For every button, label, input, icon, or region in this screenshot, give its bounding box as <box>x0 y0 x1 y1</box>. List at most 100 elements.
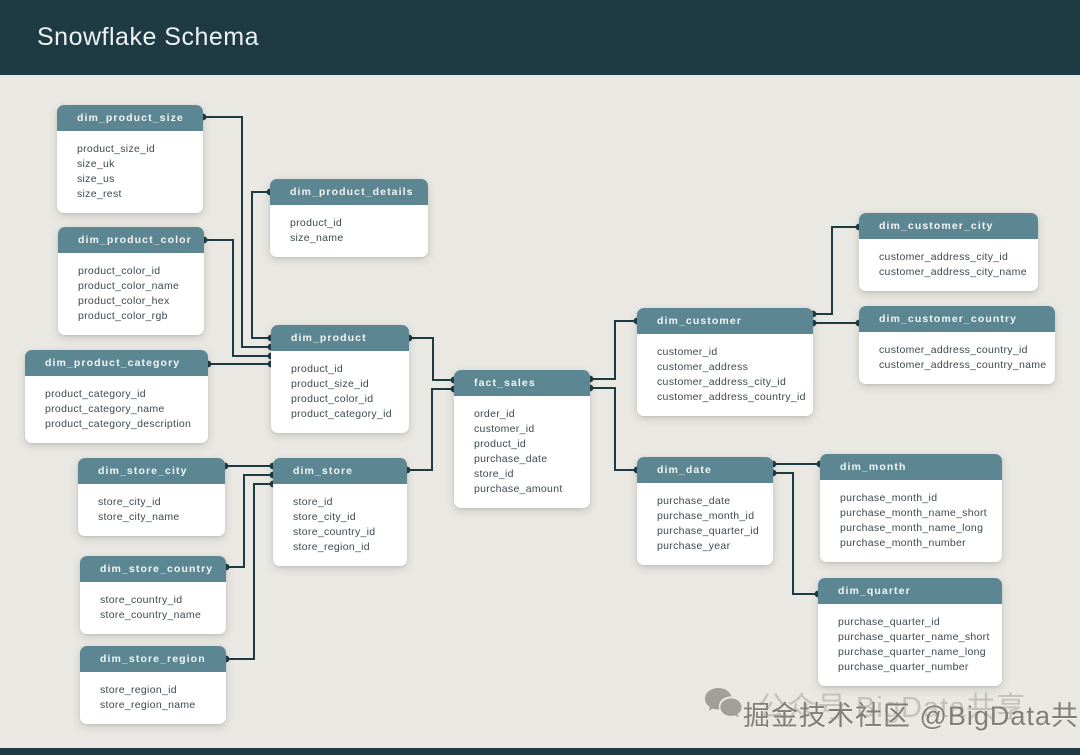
field-row: customer_address_country_name <box>879 359 1047 371</box>
table-fields-dim_date: purchase_date purchase_month_id purchase_q… <box>637 483 773 565</box>
field-row: customer_address_city_id <box>879 251 1009 263</box>
field-row: customer_address <box>657 361 749 373</box>
table-header-fact_sales[interactable]: fact_sales <box>454 370 590 396</box>
field-row: store_id <box>293 496 333 508</box>
field-row: size_rest <box>77 188 122 200</box>
field-row: store_city_id <box>98 496 161 508</box>
field-row: size_uk <box>77 158 115 170</box>
field-row: purchase_month_id <box>840 492 938 504</box>
connector-dim_store_country-to-dim_store <box>226 474 273 568</box>
field-row: purchase_month_name_long <box>840 522 984 534</box>
table-node-dim_store[interactable]: dim_store store_id store_city_id store_coun… <box>273 458 407 566</box>
connector-dim_product_size-to-dim_product <box>203 116 271 348</box>
field-row: purchase_month_id <box>657 510 755 522</box>
connector-dim_product_color-to-dim_product <box>204 239 271 357</box>
table-fields-dim_store_country: store_country_id store_country_name <box>80 582 226 634</box>
field-row: size_name <box>290 232 344 244</box>
field-row: customer_id <box>474 423 535 435</box>
table-header-dim_customer_country[interactable]: dim_customer_country <box>859 306 1055 332</box>
table-fields-dim_customer_country: customer_address_country_id customer_addr… <box>859 332 1055 384</box>
table-header-dim_quarter[interactable]: dim_quarter <box>818 578 1002 604</box>
field-row: product_color_rgb <box>78 310 168 322</box>
field-row: purchase_quarter_id <box>838 616 941 628</box>
field-row: customer_address_city_id <box>657 376 787 388</box>
field-row: store_country_name <box>100 609 202 621</box>
field-row: purchase_date <box>474 453 548 465</box>
field-row: purchase_year <box>657 540 731 552</box>
page-title: Snowflake Schema <box>37 23 260 51</box>
field-row: product_size_id <box>291 378 370 390</box>
field-row: purchase_quarter_id <box>657 525 760 537</box>
field-row: store_region_id <box>293 541 370 553</box>
field-row: purchase_amount <box>474 483 563 495</box>
table-fields-dim_quarter: purchase_quarter_id purchase_quarter_name… <box>818 604 1002 686</box>
table-header-dim_product_color[interactable]: dim_product_color <box>58 227 204 253</box>
table-header-dim_store_country[interactable]: dim_store_country <box>80 556 226 582</box>
table-node-dim_store_city[interactable]: dim_store_city store_city_id store_city_na… <box>78 458 225 536</box>
field-row: size_us <box>77 173 115 185</box>
connector-dim_store_region-to-dim_store <box>226 483 273 660</box>
field-row: product_category_description <box>45 418 192 430</box>
table-fields-dim_product: product_id product_size_id product_color_i… <box>271 351 409 433</box>
field-row: product_category_id <box>45 388 146 400</box>
table-header-dim_product_details[interactable]: dim_product_details <box>270 179 428 205</box>
field-row: store_region_id <box>100 684 177 696</box>
table-fields-fact_sales: order_id customer_id product_id purchase_da… <box>454 396 590 508</box>
table-header-dim_product[interactable]: dim_product <box>271 325 409 351</box>
field-row: product_color_hex <box>78 295 170 307</box>
field-row: customer_address_city_name <box>879 266 1027 278</box>
table-header-dim_customer[interactable]: dim_customer <box>637 308 813 334</box>
connector-dim_customer-to-dim_customer_city <box>813 226 859 315</box>
table-node-dim_month[interactable]: dim_month purchase_month_id purchase_month… <box>820 454 1002 562</box>
table-fields-dim_customer_city: customer_address_city_id customer_address… <box>859 239 1038 291</box>
field-row: purchase_quarter_number <box>838 661 969 673</box>
connector-dim_product-to-fact_sales <box>409 337 454 381</box>
field-row: purchase_date <box>657 495 731 507</box>
table-header-dim_store_region[interactable]: dim_store_region <box>80 646 226 672</box>
field-row: store_country_id <box>293 526 376 538</box>
table-fields-dim_customer: customer_id customer_address customer_addr… <box>637 334 813 416</box>
field-row: purchase_quarter_name_long <box>838 646 986 658</box>
table-header-dim_product_category[interactable]: dim_product_category <box>25 350 208 376</box>
field-row: product_color_id <box>291 393 374 405</box>
table-header-dim_product_size[interactable]: dim_product_size <box>57 105 203 131</box>
table-header-dim_date[interactable]: dim_date <box>637 457 773 483</box>
field-row: customer_address_country_id <box>879 344 1028 356</box>
field-row: store_country_id <box>100 594 183 606</box>
connector-fact_sales-to-dim_customer <box>590 320 637 380</box>
table-fields-dim_store_region: store_region_id store_region_name <box>80 672 226 724</box>
field-row: customer_id <box>657 346 718 358</box>
table-header-dim_customer_city[interactable]: dim_customer_city <box>859 213 1038 239</box>
field-row: product_id <box>291 363 344 375</box>
field-row: product_color_name <box>78 280 180 292</box>
field-row: store_id <box>474 468 514 480</box>
table-header-dim_store_city[interactable]: dim_store_city <box>78 458 225 484</box>
table-header-dim_month[interactable]: dim_month <box>820 454 1002 480</box>
field-row: store_city_name <box>98 511 180 523</box>
connector-dim_product_details-to-dim_product <box>251 191 271 339</box>
field-row: product_color_id <box>78 265 161 277</box>
field-row: order_id <box>474 408 515 420</box>
table-header-dim_store[interactable]: dim_store <box>273 458 407 484</box>
field-row: product_id <box>474 438 527 450</box>
field-row: store_city_id <box>293 511 356 523</box>
field-row: store_region_name <box>100 699 196 711</box>
